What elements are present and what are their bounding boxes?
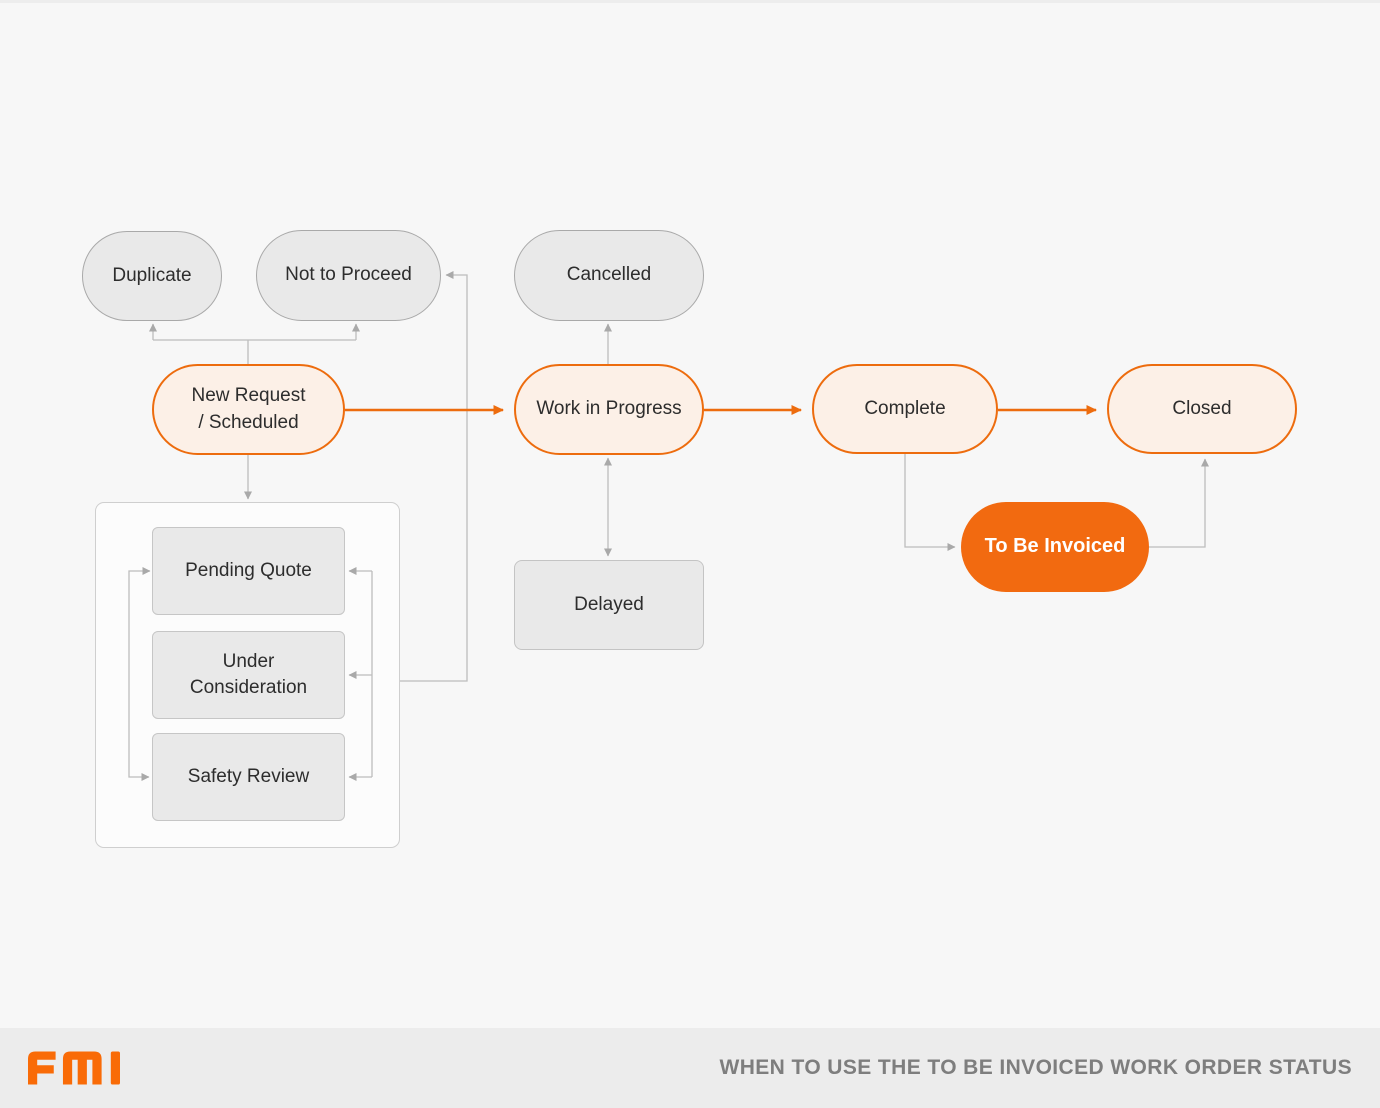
footer-title: WHEN TO USE THE TO BE INVOICED WORK ORDE…: [719, 1056, 1352, 1079]
logo-letter-m: [62, 1051, 102, 1085]
fmi-logo: [28, 1051, 120, 1085]
node-pending-quote: Pending Quote: [152, 527, 345, 615]
node-delayed: Delayed: [514, 560, 704, 650]
node-safety-review: Safety Review: [152, 733, 345, 821]
node-to-be-invoiced: To Be Invoiced: [961, 502, 1149, 592]
node-closed-label: Closed: [1172, 397, 1232, 419]
top-border: [0, 0, 1380, 3]
connector-left-loop: [128, 567, 151, 781]
node-not-to-proceed-label: Not to Proceed: [285, 264, 412, 286]
connector-new-request-split: [153, 339, 356, 364]
logo-letter-i: [110, 1051, 120, 1085]
connector-substatus-to-not-to-proceed: [400, 271, 468, 682]
connector-layer: [128, 271, 1209, 781]
node-pending-quote-label: Pending Quote: [185, 559, 312, 581]
node-to-be-invoiced-label: To Be Invoiced: [984, 535, 1126, 558]
node-cancelled-label: Cancelled: [566, 264, 652, 286]
node-safety-review-label: Safety Review: [187, 765, 310, 787]
node-not-to-proceed: Not to Proceed: [256, 230, 441, 321]
node-work-in-progress-label: Work in Progress: [536, 398, 682, 420]
node-new-request-label: New Request / Scheduled: [191, 385, 306, 433]
node-cancelled: Cancelled: [514, 230, 704, 321]
node-closed: Closed: [1107, 364, 1297, 454]
node-new-request-scheduled: New Request / Scheduled: [152, 364, 345, 455]
node-complete-label: Complete: [864, 397, 946, 419]
connector-complete-to-invoiced: [904, 454, 956, 551]
node-duplicate-label: Duplicate: [112, 264, 192, 286]
logo-letter-f: [28, 1051, 56, 1085]
footer-bar: WHEN TO USE THE TO BE INVOICED WORK ORDE…: [0, 1028, 1380, 1108]
node-under-consideration-label: Under Consideration: [189, 650, 308, 698]
node-duplicate: Duplicate: [82, 231, 222, 321]
workflow-diagram: Duplicate Not to Proceed Cancelled New R…: [82, 230, 1297, 848]
node-delayed-label: Delayed: [574, 593, 644, 615]
node-complete: Complete: [812, 364, 998, 454]
node-work-in-progress: Work in Progress: [514, 364, 704, 455]
node-under-consideration: Under Consideration: [152, 631, 345, 719]
connector-invoiced-to-closed: [1149, 458, 1209, 548]
